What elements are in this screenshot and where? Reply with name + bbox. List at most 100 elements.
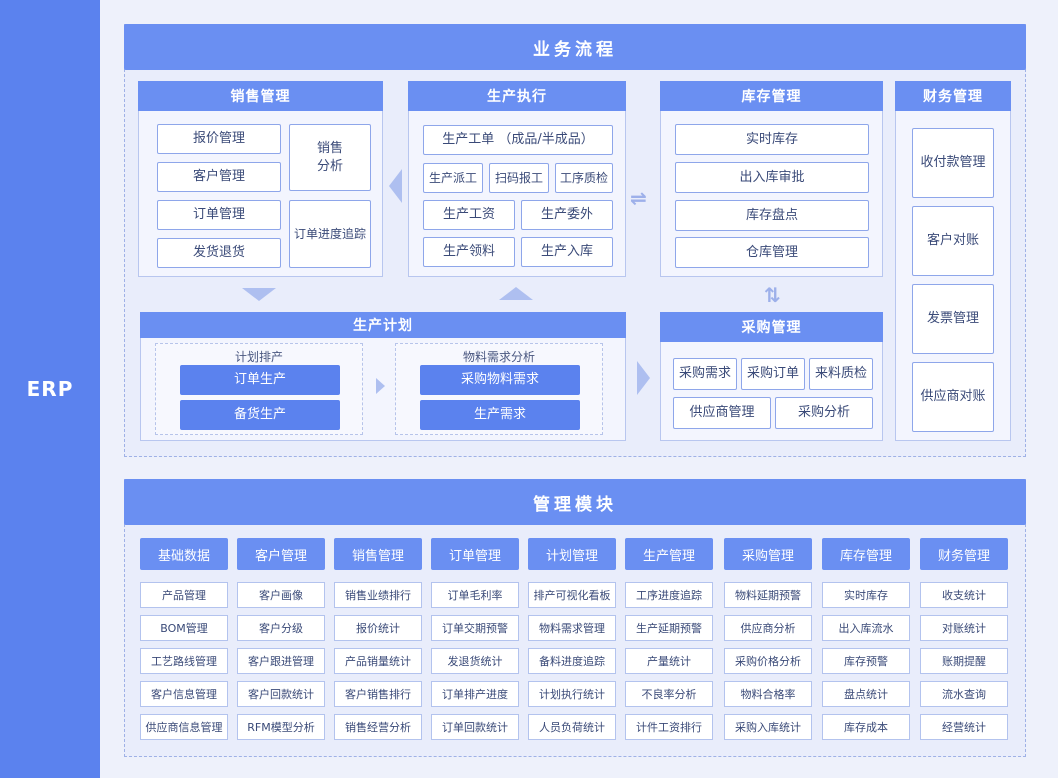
production-wage-button[interactable]: 生产工资 [423,200,515,230]
module-header[interactable]: 订单管理 [431,538,519,570]
supplier-management[interactable]: 供应商管理 [673,397,771,429]
module-item[interactable]: 客户画像 [237,582,325,608]
module-item[interactable]: 供应商分析 [724,615,812,641]
module-item[interactable]: 不良率分析 [625,681,713,707]
material-pick-button[interactable]: 生产领料 [423,237,515,267]
module-header[interactable]: 计划管理 [528,538,616,570]
module-item[interactable]: 生产延期预警 [625,615,713,641]
module-item[interactable]: 客户跟进管理 [237,648,325,674]
module-item[interactable]: 对账统计 [920,615,1008,641]
module-item[interactable]: 排产可视化看板 [528,582,616,608]
module-item[interactable]: 物料需求管理 [528,615,616,641]
module-item[interactable]: 工序进度追踪 [625,582,713,608]
outsourcing-button[interactable]: 生产委外 [521,200,613,230]
sales-analysis-label: 销售 分析 [316,140,343,174]
purchase-title: 采购管理 [660,312,883,342]
module-item[interactable]: 产品管理 [140,582,228,608]
mrp-label: 物料需求分析 [462,350,535,364]
module-header[interactable]: 生产管理 [625,538,713,570]
module-item[interactable]: 客户回款统计 [237,681,325,707]
module-item[interactable]: 物料合格率 [724,681,812,707]
module-item[interactable]: 客户分级 [237,615,325,641]
production-warehousing-button[interactable]: 生产入库 [521,237,613,267]
module-item[interactable]: BOM管理 [140,615,228,641]
purchase-demand[interactable]: 采购需求 [673,358,737,390]
module-item[interactable]: 实时库存 [822,582,910,608]
module-item[interactable]: 工艺路线管理 [140,648,228,674]
module-item[interactable]: 流水查询 [920,681,1008,707]
module-header[interactable]: 客户管理 [237,538,325,570]
order-production-button[interactable]: 订单生产 [180,365,340,395]
finance-invoice[interactable]: 发票管理 [912,284,994,354]
module-item[interactable]: 客户信息管理 [140,681,228,707]
module-item[interactable]: 人员负荷统计 [528,714,616,740]
module-item[interactable]: 产量统计 [625,648,713,674]
module-item[interactable]: 计划执行统计 [528,681,616,707]
module-item[interactable]: 账期提醒 [920,648,1008,674]
production-exec-title: 生产执行 [408,81,626,111]
arrow-right-to-purchase [637,361,650,395]
module-item[interactable]: 订单毛利率 [431,582,519,608]
business-flow-title: 业务流程 [124,24,1026,70]
finance-payments[interactable]: 收付款管理 [912,128,994,198]
inventory-approval[interactable]: 出入库审批 [675,162,869,193]
stock-production-button[interactable]: 备货生产 [180,400,340,430]
module-item[interactable]: 发退货统计 [431,648,519,674]
module-item[interactable]: 销售经营分析 [334,714,422,740]
sales-order-tracking[interactable]: 订单进度追踪 [289,200,371,268]
scan-report-button[interactable]: 扫码报工 [489,163,549,193]
module-item[interactable]: 订单排产进度 [431,681,519,707]
production-plan-title: 生产计划 [140,312,626,338]
inventory-title: 库存管理 [660,81,883,111]
module-item[interactable]: 供应商信息管理 [140,714,228,740]
finance-title: 财务管理 [895,81,1011,111]
sales-analysis[interactable]: 销售 分析 [289,124,371,191]
module-item[interactable]: 备料进度追踪 [528,648,616,674]
module-header[interactable]: 财务管理 [920,538,1008,570]
purchase-material-demand-button[interactable]: 采购物料需求 [420,365,580,395]
module-item[interactable]: 收支统计 [920,582,1008,608]
finance-supplier-reconcile[interactable]: 供应商对账 [912,362,994,432]
work-order-button[interactable]: 生产工单 （成品/半成品） [423,125,613,155]
incoming-qc[interactable]: 来料质检 [809,358,873,390]
production-plan-card: 生产计划 计划排产 订单生产 备货生产 物料需求分析 采购物料需求 生产需求 [140,312,626,441]
sales-item-order[interactable]: 订单管理 [157,200,281,230]
module-item[interactable]: 计件工资排行 [625,714,713,740]
inventory-realtime[interactable]: 实时库存 [675,124,869,155]
module-item[interactable]: 采购入库统计 [724,714,812,740]
finance-customer-reconcile[interactable]: 客户对账 [912,206,994,276]
module-item[interactable]: 产品销量统计 [334,648,422,674]
module-item[interactable]: 物料延期预警 [724,582,812,608]
module-item[interactable]: 销售业绩排行 [334,582,422,608]
module-item[interactable]: RFM模型分析 [237,714,325,740]
sales-card: 销售管理 报价管理 客户管理 订单管理 发货退货 销售 分析 订单进度追踪 [138,81,383,277]
module-item[interactable]: 盘点统计 [822,681,910,707]
finance-card: 财务管理 收付款管理 客户对账 发票管理 供应商对账 [895,81,1011,441]
production-demand-button[interactable]: 生产需求 [420,400,580,430]
dispatch-button[interactable]: 生产派工 [423,163,483,193]
module-header[interactable]: 库存管理 [822,538,910,570]
process-qc-button[interactable]: 工序质检 [555,163,613,193]
production-exec-card: 生产执行 生产工单 （成品/半成品） 生产派工 扫码报工 工序质检 生产工资 生… [408,81,626,277]
module-item[interactable]: 采购价格分析 [724,648,812,674]
module-header[interactable]: 基础数据 [140,538,228,570]
inventory-stocktake[interactable]: 库存盘点 [675,200,869,231]
inventory-card: 库存管理 实时库存 出入库审批 库存盘点 仓库管理 [660,81,883,277]
sales-item-quote[interactable]: 报价管理 [157,124,281,154]
module-item[interactable]: 出入库流水 [822,615,910,641]
sales-item-customer[interactable]: 客户管理 [157,162,281,192]
purchase-analysis[interactable]: 采购分析 [775,397,873,429]
module-item[interactable]: 报价统计 [334,615,422,641]
purchase-order[interactable]: 采购订单 [741,358,805,390]
module-item[interactable]: 客户销售排行 [334,681,422,707]
module-item[interactable]: 经营统计 [920,714,1008,740]
module-item[interactable]: 订单交期预警 [431,615,519,641]
module-item[interactable]: 库存预警 [822,648,910,674]
sales-item-shipping[interactable]: 发货退货 [157,238,281,268]
inventory-warehouse[interactable]: 仓库管理 [675,237,869,268]
module-item[interactable]: 库存成本 [822,714,910,740]
module-header[interactable]: 采购管理 [724,538,812,570]
module-item[interactable]: 订单回款统计 [431,714,519,740]
purchase-card: 采购管理 采购需求 采购订单 来料质检 供应商管理 采购分析 [660,312,883,441]
module-header[interactable]: 销售管理 [334,538,422,570]
